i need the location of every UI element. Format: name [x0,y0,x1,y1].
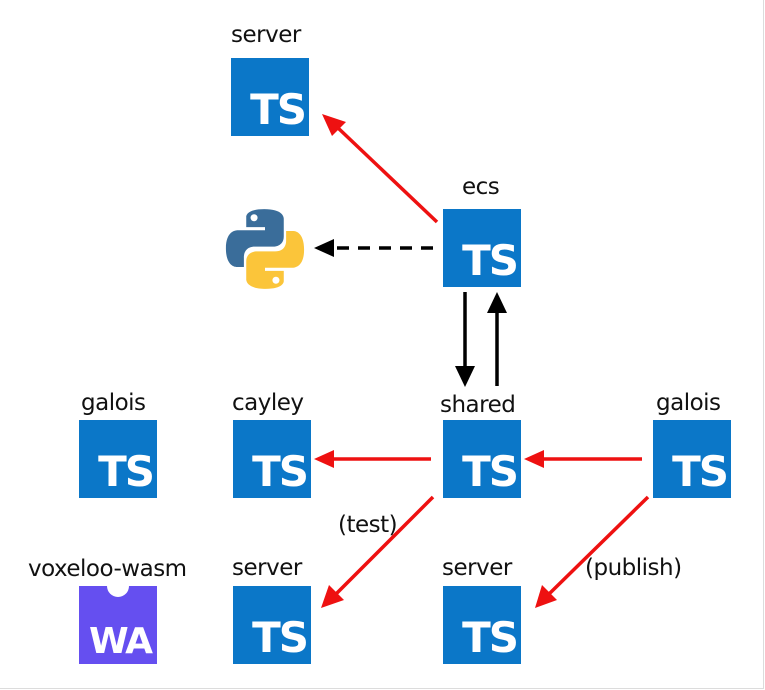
ts-glyph: TS [462,236,519,285]
node-label-ecs: ecs [462,174,500,200]
wa-glyph: WA [89,621,153,662]
node-label-server-right: server [442,555,512,581]
ts-glyph: TS [98,447,155,496]
typescript-icon[interactable]: TS [443,420,521,498]
node-label-galois-right: galois [656,390,721,416]
node-label-voxeloo-wasm: voxeloo-wasm [28,556,187,582]
typescript-icon[interactable]: TS [443,209,521,287]
edge-galois-to-server-right [547,495,650,596]
ts-glyph: TS [252,447,309,496]
edge-label-publish: (publish) [585,555,682,581]
node-label-shared: shared [440,392,516,418]
ts-glyph: TS [462,447,519,496]
edge-label-test: (test) [338,512,398,538]
ts-glyph: TS [462,613,519,662]
arrowhead-server-top [322,114,346,136]
node-label-server-top: server [231,22,301,48]
edge-ecs-to-server-top [335,125,439,224]
arrowhead-ecs [487,292,507,313]
ts-glyph: TS [252,613,309,662]
typescript-icon[interactable]: TS [653,420,731,498]
arrowhead-server-right [535,585,557,608]
arrowhead-cayley [314,450,334,468]
ts-glyph: TS [672,447,729,496]
node-label-cayley: cayley [232,390,304,416]
arrowhead-server-mid [321,585,344,608]
python-icon[interactable] [222,206,308,292]
wasm-notch [107,575,129,597]
node-label-server-mid: server [232,555,302,581]
typescript-icon[interactable]: TS [443,586,521,664]
typescript-icon[interactable]: TS [233,586,311,664]
arrowhead-python [314,239,334,257]
arrowhead-shared [455,366,475,387]
arrowhead-shared-from-galois [524,450,544,468]
edge-shared-to-server-mid [334,495,435,596]
node-label-galois-left: galois [81,390,146,416]
typescript-icon[interactable]: TS [231,58,309,136]
ts-glyph: TS [250,85,307,134]
webassembly-icon[interactable]: WA [79,575,157,664]
typescript-icon[interactable]: TS [233,420,311,498]
typescript-icon[interactable]: TS [79,420,157,498]
